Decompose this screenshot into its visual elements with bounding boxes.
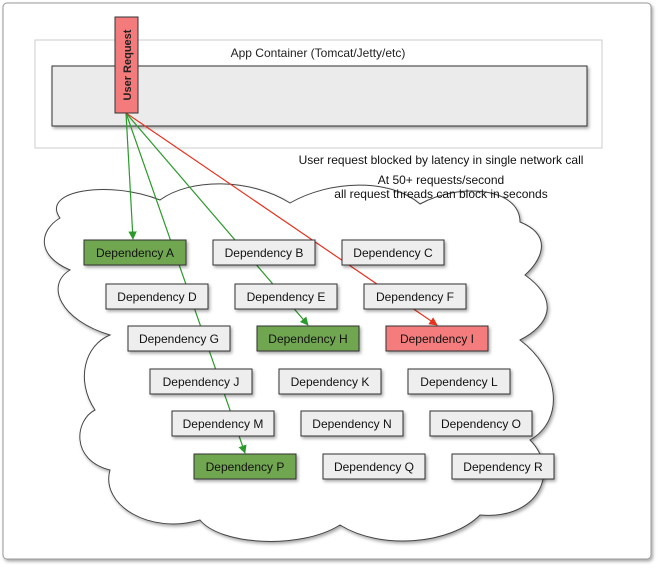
- dependency-box: [193, 453, 297, 480]
- dependency-o[interactable]: Dependency O: [429, 410, 533, 437]
- dependency-label: Dependency G: [139, 332, 219, 346]
- dependency-box: [83, 239, 187, 266]
- call-arrow-to-a: [125, 112, 137, 240]
- user-request-box[interactable]: [114, 16, 139, 114]
- dependency-g[interactable]: Dependency G: [127, 325, 231, 352]
- dependency-m[interactable]: Dependency M: [171, 410, 275, 437]
- dependency-label: Dependency I: [400, 332, 474, 346]
- dependency-label: Dependency B: [225, 246, 304, 260]
- annotation-rate: At 50+ requests/second: [378, 173, 504, 187]
- dependency-box: [234, 283, 338, 310]
- dependency-p[interactable]: Dependency P: [193, 453, 297, 480]
- dependency-box: [429, 410, 533, 437]
- dependency-l[interactable]: Dependency L: [407, 368, 511, 395]
- dependency-label: Dependency O: [441, 417, 521, 431]
- annotation-latency: User request blocked by latency in singl…: [299, 153, 584, 167]
- dependency-cloud: [43, 183, 554, 542]
- dependency-r[interactable]: Dependency R: [451, 453, 555, 480]
- call-arrow-to-p: [125, 112, 247, 454]
- dependency-b[interactable]: Dependency B: [212, 239, 316, 266]
- dependency-label: Dependency A: [96, 246, 174, 260]
- annotation-threads: all request threads can block in seconds: [334, 187, 547, 201]
- dependency-i[interactable]: Dependency I: [385, 325, 489, 352]
- dependency-box: [300, 410, 404, 437]
- dependency-a[interactable]: Dependency A: [83, 239, 187, 266]
- dependency-grid: Dependency A Dependency B Dependency C Depe…: [83, 239, 555, 480]
- dependency-f[interactable]: Dependency F: [363, 283, 467, 310]
- dependency-label: Dependency M: [183, 417, 264, 431]
- dependency-label: Dependency R: [463, 460, 543, 474]
- dependency-label: Dependency C: [353, 246, 433, 260]
- dependency-n[interactable]: Dependency N: [300, 410, 404, 437]
- dependency-box: [212, 239, 316, 266]
- dependency-box: [363, 283, 467, 310]
- dependency-label: Dependency H: [268, 332, 347, 346]
- dependency-label: Dependency K: [291, 375, 370, 389]
- dependency-box: [127, 325, 231, 352]
- dependency-box: [322, 453, 426, 480]
- dependency-label: Dependency F: [376, 290, 454, 304]
- dependency-label: Dependency L: [420, 375, 498, 389]
- dependency-box: [451, 453, 555, 480]
- dependency-h[interactable]: Dependency H: [256, 325, 360, 352]
- dependency-c[interactable]: Dependency C: [341, 239, 445, 266]
- dependency-k[interactable]: Dependency K: [278, 368, 382, 395]
- dependency-label: Dependency N: [312, 417, 391, 431]
- dependency-d[interactable]: Dependency D: [105, 283, 209, 310]
- dependency-box: [407, 368, 511, 395]
- user-request-label: User Request: [122, 29, 134, 100]
- app-container-inner: [51, 65, 588, 127]
- dependency-box: [171, 410, 275, 437]
- dependency-box: [256, 325, 360, 352]
- dependency-label: Dependency J: [163, 375, 240, 389]
- dependency-e[interactable]: Dependency E: [234, 283, 338, 310]
- dependency-label: Dependency P: [206, 460, 285, 474]
- dependency-j[interactable]: Dependency J: [149, 368, 253, 395]
- dependency-label: Dependency D: [117, 290, 197, 304]
- dependency-box: [105, 283, 209, 310]
- dependency-q[interactable]: Dependency Q: [322, 453, 426, 480]
- app-container-title: App Container (Tomcat/Jetty/etc): [231, 46, 406, 60]
- dependency-box: [278, 368, 382, 395]
- dependency-box: [341, 239, 445, 266]
- dependency-box: [385, 325, 489, 352]
- dependency-box: [149, 368, 253, 395]
- dependency-label: Dependency E: [247, 290, 326, 304]
- dependency-label: Dependency Q: [334, 460, 414, 474]
